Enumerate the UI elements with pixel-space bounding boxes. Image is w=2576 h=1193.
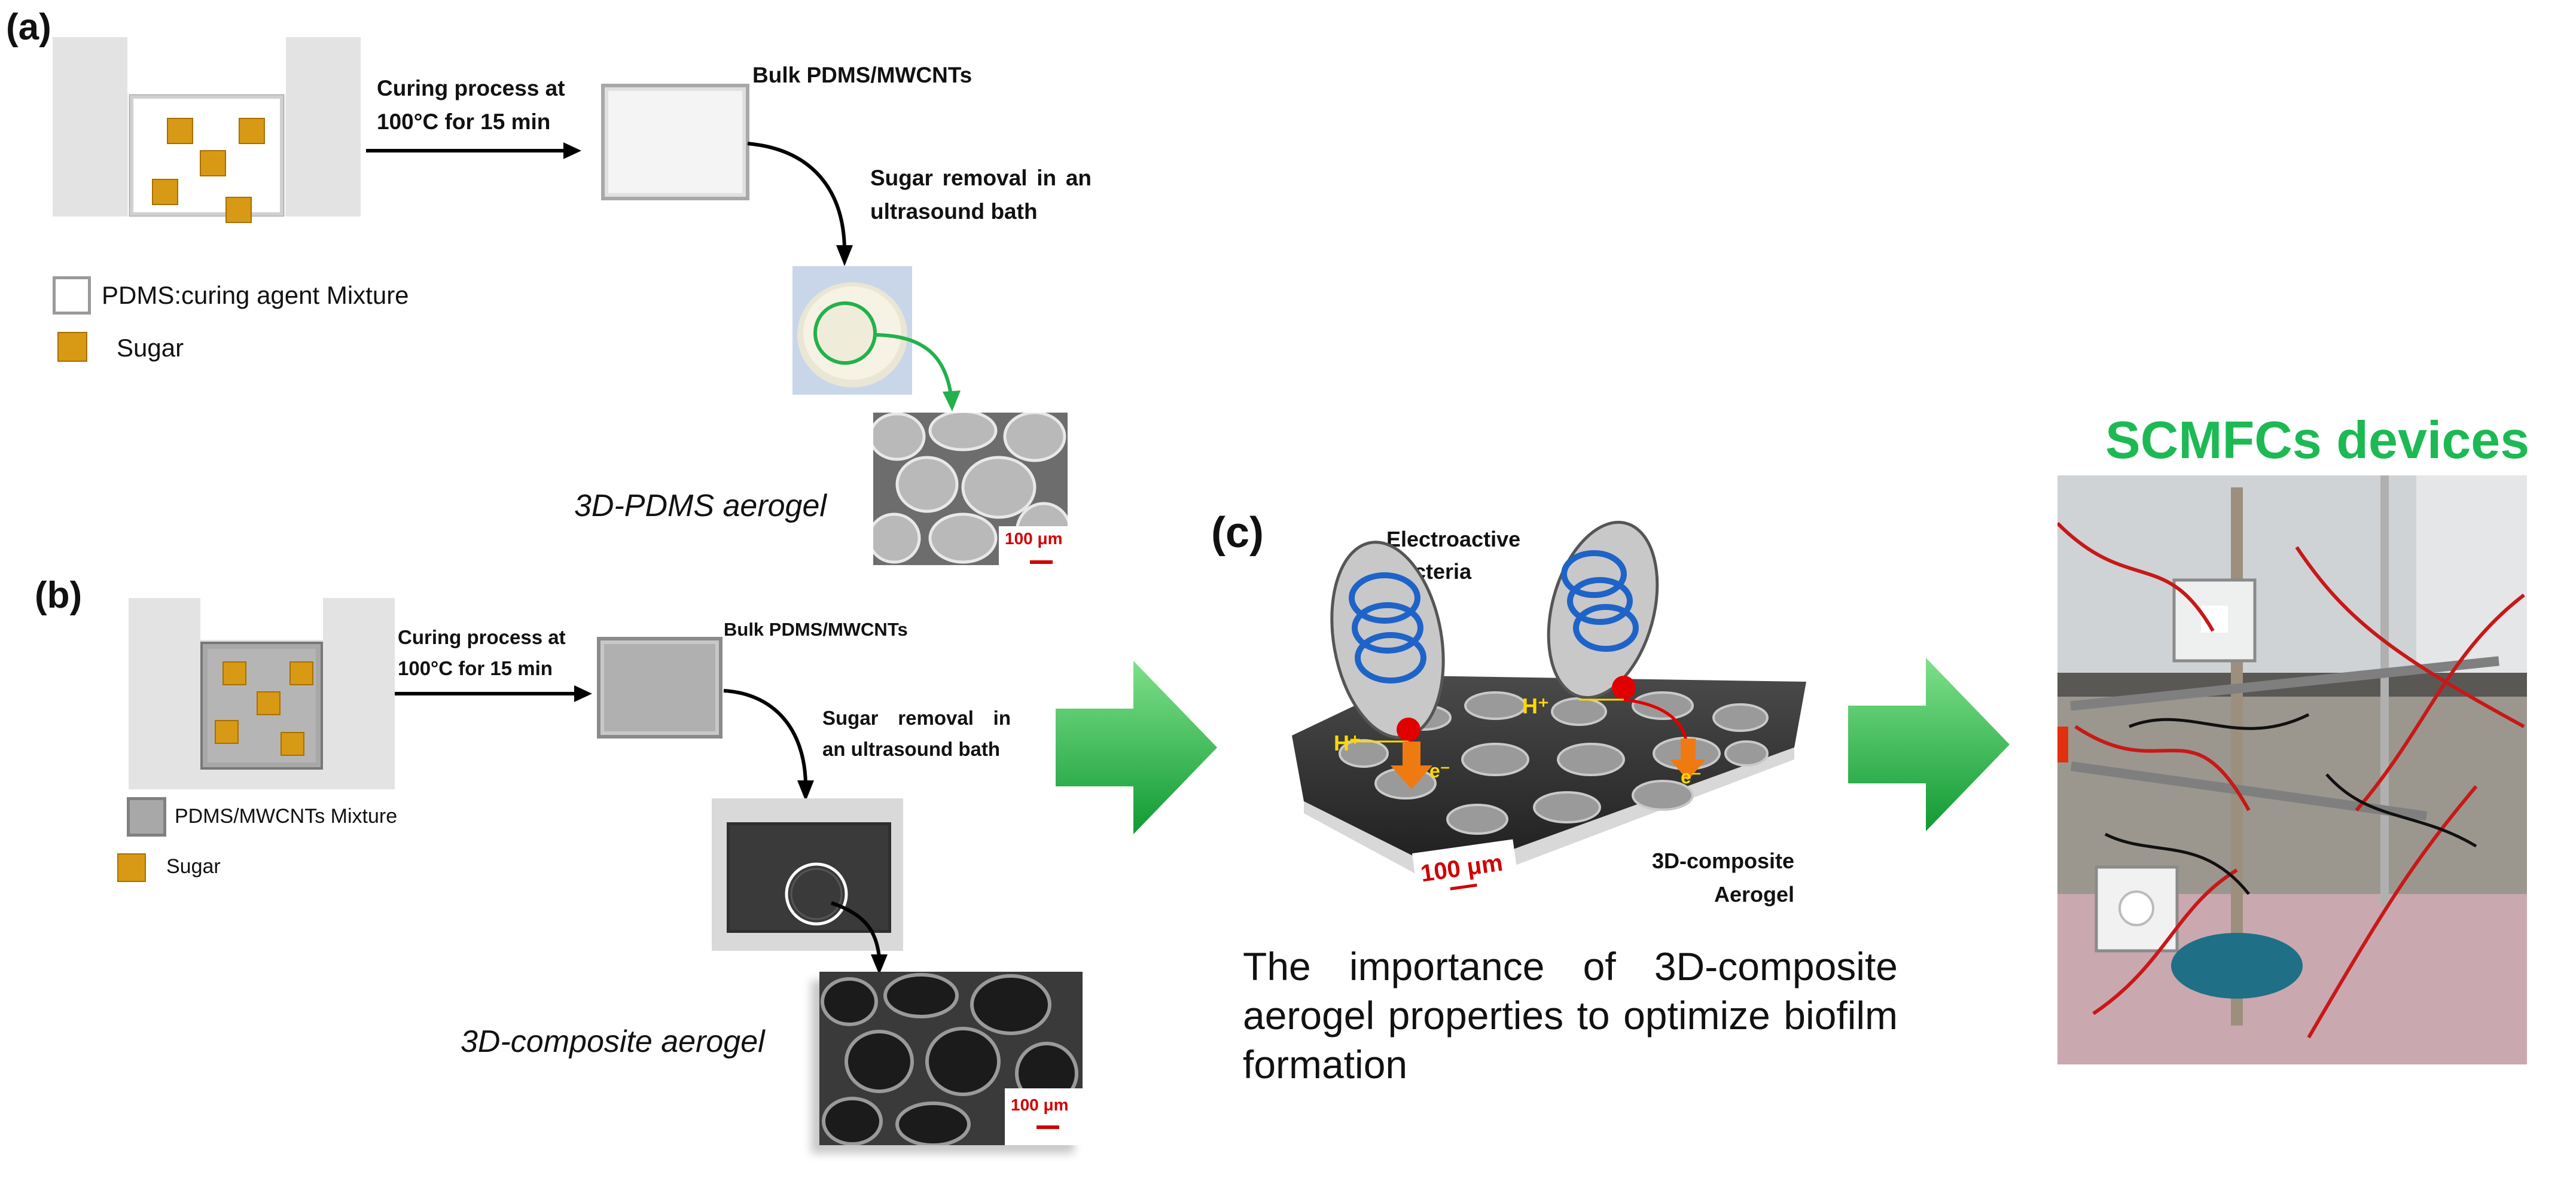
- legend-sugar-a: Sugar: [117, 334, 184, 362]
- bulk-label-a: Bulk PDMS/MWCNTs: [752, 63, 973, 87]
- curing-arrow-b: [395, 685, 592, 702]
- sugar-cubes-a: [152, 118, 265, 223]
- proton-label-2: H⁺: [1522, 694, 1549, 718]
- green-arrow-1: [1056, 661, 1217, 834]
- scalebar-label-a: 100 μm: [1005, 529, 1063, 548]
- bulk-block-a: [601, 84, 749, 200]
- legend-mixture-a: PDMS:curing agent Mixture: [102, 281, 409, 309]
- legend-mixture-swatch-a: [53, 276, 91, 315]
- legend-sugar-swatch-b: [117, 853, 146, 882]
- aerogel-illustration: [1292, 520, 1806, 898]
- legend-sugar-b: Sugar: [166, 855, 221, 878]
- zoom-arrow-a: [873, 333, 961, 411]
- proton-label-1: H⁺: [1334, 731, 1361, 755]
- green-arrow-2: [1848, 658, 2010, 831]
- foam-photo-a: [792, 266, 912, 395]
- curing-step-a: Curing process at 100°C for 15 min: [377, 76, 565, 134]
- curing-step-b: Curing process at 100°C for 15 min: [398, 626, 566, 679]
- panel-b-label: (b): [35, 575, 83, 616]
- curing-arrow-a: [366, 142, 581, 159]
- panel-c-label: (c): [1211, 509, 1264, 557]
- legend-mixture-swatch-b: [127, 797, 166, 837]
- bulk-block-b: [597, 637, 723, 739]
- panel-a-label: (a): [6, 7, 51, 48]
- scmfc-photo: [2057, 475, 2527, 1064]
- electron-label-1: e⁻: [1429, 760, 1450, 782]
- removal-step-b: Sugar removal in an ultrasound bath: [822, 707, 1011, 760]
- zoom-arrow-b: [831, 901, 888, 975]
- bulk-label-b: Bulk PDMS/MWCNTs: [724, 619, 908, 640]
- scalebar-box-b: [1005, 1088, 1083, 1145]
- removal-step-a: Sugar removal in an ultrasound bath: [870, 166, 1092, 224]
- electron-label-2: e⁻: [1681, 766, 1702, 788]
- scmfc-title: SCMFCs devices: [2105, 410, 2530, 469]
- caption-c: The importance of 3D-composite aerogel p…: [1243, 944, 1898, 1087]
- sugar-cubes-b: [215, 661, 313, 756]
- scalebar-b: [1037, 1125, 1059, 1129]
- sem-image-a: [873, 413, 1068, 565]
- product-label-a: 3D-PDMS aerogel: [574, 489, 827, 523]
- legend-sugar-swatch-a: [57, 332, 87, 362]
- product-label-b: 3D-composite aerogel: [461, 1024, 765, 1059]
- legend-mixture-b: PDMS/MWCNTs Mixture: [175, 805, 398, 828]
- aerogel-label-c: 3D-composite Aerogel: [1651, 849, 1794, 907]
- removal-arrow-b: [723, 689, 814, 801]
- removal-arrow-a: [747, 142, 853, 266]
- scalebar-label-b: 100 μm: [1011, 1096, 1069, 1114]
- scalebar-a: [1030, 560, 1053, 564]
- foam-photo-b: [712, 798, 903, 951]
- scalebar-box-a: [999, 526, 1074, 565]
